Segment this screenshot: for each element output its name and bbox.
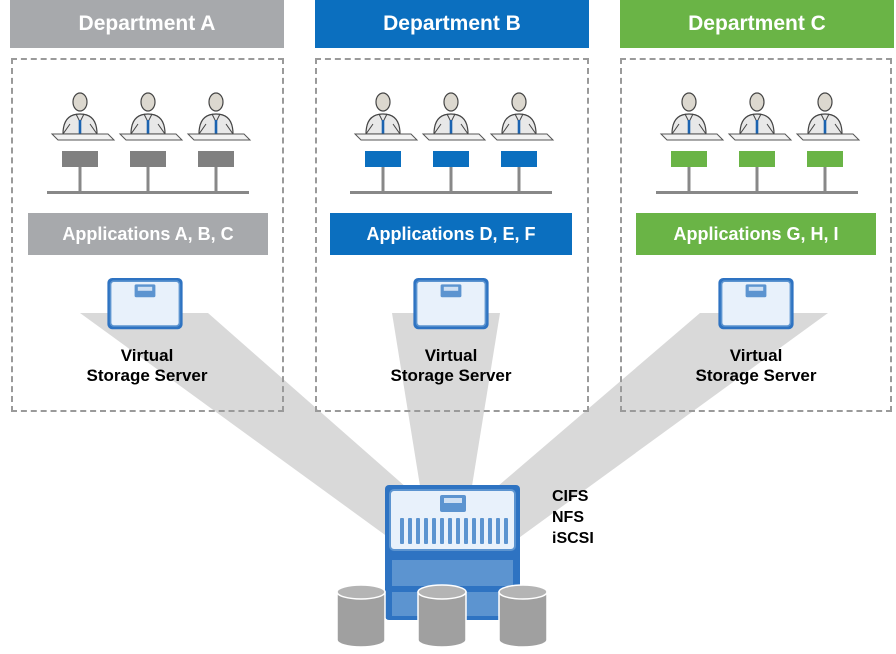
drive-slot: [456, 518, 460, 544]
server-label-line1: Virtual: [729, 346, 783, 365]
server-label-line2: Storage Server: [390, 366, 512, 385]
department-a-server-label: Virtual Storage Server: [37, 346, 257, 386]
protocol-cifs: CIFS: [552, 488, 589, 505]
protocol-nfs: NFS: [552, 509, 584, 526]
desk-stand: [755, 167, 759, 192]
drive-slot: [416, 518, 420, 544]
desk-stand: [214, 167, 218, 192]
department-c-server-label: Virtual Storage Server: [646, 346, 866, 386]
desk-stand: [687, 167, 691, 192]
desk-box-icon: [198, 151, 234, 167]
department-b-apps-label: Applications D, E, F: [330, 213, 572, 255]
workstation-connector: [656, 191, 858, 194]
desk-box-icon: [433, 151, 469, 167]
department-c-box: [620, 58, 892, 412]
server-label-line1: Virtual: [120, 346, 174, 365]
disk-icon-3: [498, 584, 548, 648]
workstation-connector: [47, 191, 249, 194]
drive-slot: [448, 518, 452, 544]
department-b-header: Department B: [315, 0, 589, 48]
connection-beam-b: [392, 313, 500, 486]
server-label-line1: Virtual: [424, 346, 478, 365]
workstations-a: [47, 92, 251, 194]
desk-box-icon: [62, 151, 98, 167]
desk-stand: [381, 167, 385, 192]
drive-slot: [504, 518, 508, 544]
desk-box-icon: [365, 151, 401, 167]
department-b-box: [315, 58, 589, 412]
department-a-apps-label: Applications A, B, C: [28, 213, 268, 255]
desk-box-icon: [807, 151, 843, 167]
department-b-server-label: Virtual Storage Server: [341, 346, 561, 386]
desk-box-icon: [501, 151, 537, 167]
drive-slot: [472, 518, 476, 544]
desk-box-icon: [130, 151, 166, 167]
protocol-list: CIFS NFS iSCSI: [552, 486, 622, 549]
desk-stand: [517, 167, 521, 192]
drive-slot: [432, 518, 436, 544]
drive-slot: [488, 518, 492, 544]
protocol-iscsi: iSCSI: [552, 530, 594, 547]
disk-icon-1: [336, 584, 386, 648]
department-c-apps-label: Applications G, H, I: [636, 213, 876, 255]
desk-stand: [449, 167, 453, 192]
desk-stand: [146, 167, 150, 192]
drive-slot: [440, 518, 444, 544]
desk-box-icon: [739, 151, 775, 167]
desk-stand: [823, 167, 827, 192]
department-a-header: Department A: [10, 0, 284, 48]
disk-icon-2: [417, 584, 467, 648]
department-a-box: [11, 58, 284, 412]
connection-beam-a: [80, 313, 432, 540]
desk-box-icon: [671, 151, 707, 167]
workstations-c: [656, 92, 860, 194]
server-label-line2: Storage Server: [86, 366, 208, 385]
connection-beam-c: [470, 313, 828, 540]
workstation-connector: [350, 191, 552, 194]
drive-slot: [408, 518, 412, 544]
desk-stand: [78, 167, 82, 192]
drive-slot: [400, 518, 404, 544]
drive-slot: [480, 518, 484, 544]
server-label-line2: Storage Server: [695, 366, 817, 385]
drive-slot: [464, 518, 468, 544]
drive-slot: [424, 518, 428, 544]
department-c-header: Department C: [620, 0, 894, 48]
workstations-b: [350, 92, 554, 194]
drive-slot: [496, 518, 500, 544]
central-storage-server-icon: [385, 485, 520, 620]
